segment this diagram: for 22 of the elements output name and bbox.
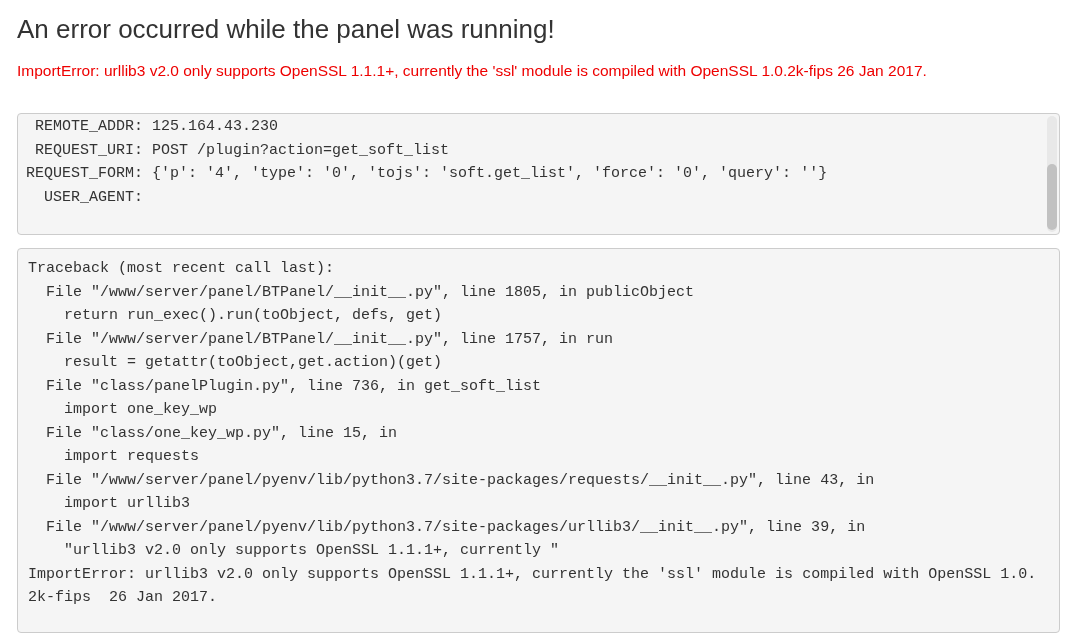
code-line: REQUEST_FORM: {'p': '4', 'type': '0', 'tojs': 'soft.get_list', 'force': '0', 'query': ''} bbox=[26, 164, 829, 184]
code-line: REQUEST_URI: POST /plugin?action=get_soft_list bbox=[34, 140, 451, 161]
code-line: File "/www/server/panel/pyenv/lib/python3.7/site-packages/requests/__init__.py", line 43, in bbox=[45, 470, 876, 491]
request-details-panel bbox=[17, 113, 1060, 235]
page-heading: An error occurred while the panel was running! bbox=[17, 14, 555, 45]
code-line: return run_exec().run(toObject, defs, get) bbox=[63, 306, 444, 326]
code-line: "urllib3 v2.0 only supports OpenSSL 1.1.1+, currently " bbox=[63, 541, 561, 561]
code-line: ImportError: urllib3 v2.0 only supports OpenSSL 1.1.1+, currently the 'ssl' module is compiled with OpenSSL 1.0.2k-fips 26 Jan 2017. bbox=[28, 564, 1038, 608]
code-line: import one_key_wp bbox=[63, 400, 219, 420]
code-line: File "/www/server/panel/BTPanel/__init__.py", line 1805, in publicObject bbox=[45, 282, 696, 303]
error-message: ImportError: urllib3 v2.0 only supports OpenSSL 1.1.1+, currently the 'ssl' module is compiled with OpenSSL 1.0.2k-fips 26 Jan 2017. bbox=[17, 62, 928, 80]
code-line: import requests bbox=[63, 447, 201, 467]
code-line: File "/www/server/panel/BTPanel/__init__.py", line 1757, in run bbox=[45, 329, 615, 350]
code-line: REMOTE_ADDR: 125.164.43.230 bbox=[34, 117, 280, 137]
code-line: File "/www/server/panel/pyenv/lib/python3.7/site-packages/urllib3/__init__.py", line 39, in bbox=[45, 517, 867, 538]
code-line: import urllib3 bbox=[63, 494, 192, 514]
code-line: File "class/one_key_wp.py", line 15, in bbox=[45, 423, 399, 444]
traceback-panel bbox=[17, 248, 1060, 633]
code-line: result = getattr(toObject,get.action)(get) bbox=[63, 353, 444, 373]
code-line: File "class/panelPlugin.py", line 736, in get_soft_list bbox=[45, 376, 543, 397]
code-line: USER_AGENT: bbox=[43, 187, 145, 208]
code-line: Traceback (most recent call last): bbox=[28, 259, 336, 279]
